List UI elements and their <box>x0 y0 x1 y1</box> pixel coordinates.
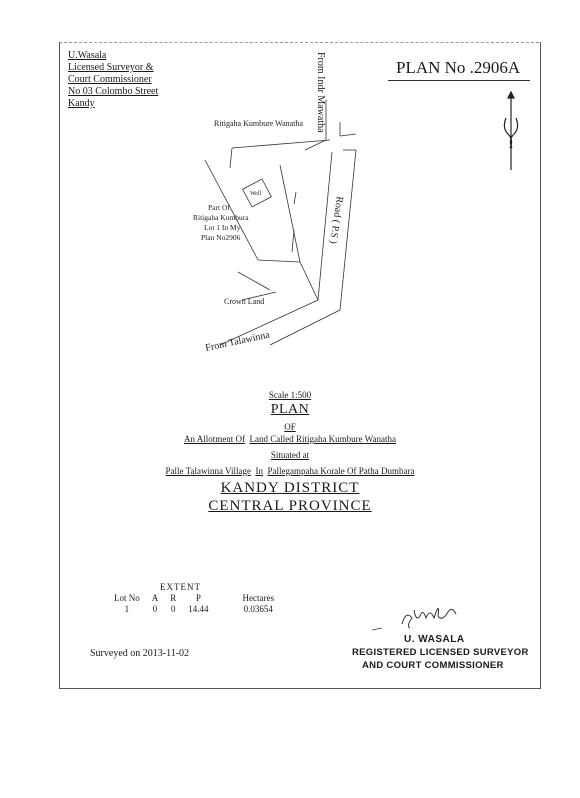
adjacent-west-label-2: Ritigaha Kumbura <box>193 213 249 222</box>
allotment-description: An Allotment Of Land Called Ritigaha Kum… <box>183 434 397 444</box>
adjacent-south-label: Crown Land <box>224 297 264 306</box>
site-map: From Indr Mawatha Ritigaha Kumbure Wanat… <box>193 52 519 354</box>
extent-col-r: R <box>170 593 177 603</box>
surveyor-address: U.Wasala Licensed Surveyor & Court Commi… <box>68 50 158 110</box>
situated-label: Situated at <box>270 450 310 460</box>
adjacent-west-label-4: Plan No2906 <box>201 233 241 242</box>
province-title: CENTRAL PROVINCE <box>208 498 372 514</box>
signature-title-1: REGISTERED LICENSED SURVEYOR <box>352 647 529 658</box>
surveyor-line-4: No 03 Colombo Street <box>68 86 159 97</box>
plan-title: PLAN <box>270 402 310 417</box>
road-south-label: From Talawinna <box>204 329 271 353</box>
north-arrow-icon <box>503 90 519 170</box>
district-title: KANDY DISTRICT <box>220 480 360 496</box>
adjacent-west-label-3: Lot 1 In My <box>204 223 241 232</box>
plan-number-underline <box>388 80 530 81</box>
extent-table: Lot No A R P Hectares 1 0 0 14.44 0.0365… <box>108 583 280 615</box>
plan-number: PLAN No .2906A <box>396 58 521 77</box>
surveyor-line-2: Licensed Surveyor & <box>68 62 154 73</box>
extent-heading: EXTENT <box>160 582 201 592</box>
dimension-marks <box>291 191 297 253</box>
village-description: Palle Talawinna Village In Pallegampaha … <box>165 466 415 476</box>
extent-header-row: Lot No A R P Hectares <box>108 593 280 604</box>
adjacent-north-label: Ritigaha Kumbure Wanatha <box>214 119 303 128</box>
road-east-label: Road ( P.S ) <box>327 196 345 245</box>
of-label: OF <box>284 422 296 432</box>
scale-label: Scale 1:500 <box>268 390 312 400</box>
extent-col-lot: Lot No <box>114 593 140 603</box>
frame-top-border <box>59 42 539 43</box>
surveyor-line-1: U.Wasala <box>68 50 107 61</box>
surveyor-line-3: Court Commissioner <box>68 74 152 85</box>
extent-col-a: A <box>151 593 159 603</box>
signature-title-2: AND COURT COMMISSIONER <box>362 660 504 671</box>
plan-frame <box>59 42 541 689</box>
surveyor-line-5: Kandy <box>68 98 95 109</box>
extent-col-hectares: Hectares <box>242 593 274 603</box>
road-boundaries <box>219 100 357 346</box>
surveyed-date: Surveyed on 2013-11-02 <box>90 648 190 659</box>
adjacent-west-label-1: Part Of <box>208 203 230 212</box>
well-label: Well <box>250 191 262 197</box>
table-row: 1 0 0 14.44 0.03654 <box>124 604 273 614</box>
signature-name: U. WASALA <box>404 634 465 645</box>
extent-col-p: P <box>195 593 201 603</box>
lot-boundaries <box>204 139 331 301</box>
road-north-label: From Indr Mawatha <box>315 52 326 133</box>
